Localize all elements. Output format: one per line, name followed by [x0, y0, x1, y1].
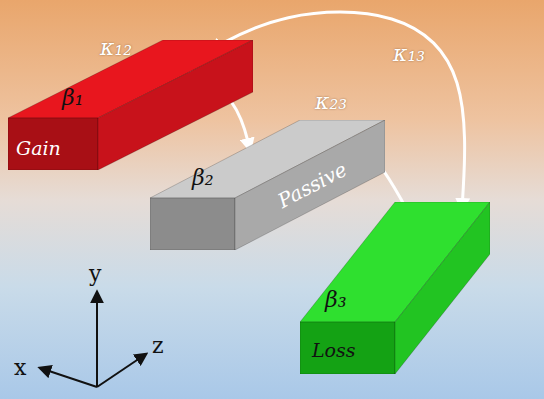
end-face — [150, 198, 235, 250]
loss-waveguide: β₃ Loss — [300, 202, 490, 374]
side-face — [235, 120, 385, 250]
y-axis — [96, 292, 98, 387]
coupling-coefficient: κ₂₃ — [315, 90, 347, 114]
passive-waveguide: β₂Passive — [150, 120, 385, 250]
coupling-coefficient: κ₁₂ — [100, 36, 132, 60]
end-face — [8, 118, 98, 170]
waveguide-type: Loss — [312, 340, 356, 361]
propagation-constant: β₁ — [62, 86, 84, 110]
coupling-coefficient: κ₁₃ — [393, 42, 425, 66]
x-axis — [40, 368, 97, 387]
waveguide-type: Gain — [16, 138, 61, 159]
z-axis — [97, 354, 146, 387]
end-face — [300, 322, 395, 374]
propagation-constant: β₂ — [192, 166, 214, 190]
axis-label: x — [14, 356, 26, 380]
side-face — [395, 202, 490, 374]
propagation-constant: β₃ — [325, 288, 347, 312]
box-shape — [150, 120, 385, 250]
axis-label: z — [152, 334, 164, 358]
axis-label: y — [89, 262, 101, 286]
